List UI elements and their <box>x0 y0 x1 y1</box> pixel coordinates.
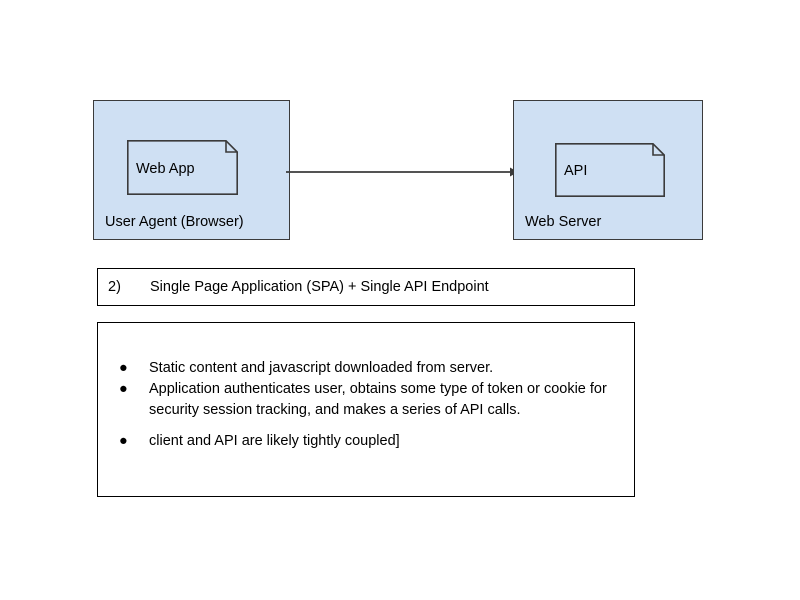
node-api[interactable] <box>555 143 665 197</box>
bullet-icon: ● <box>119 381 128 397</box>
node-web-app[interactable] <box>127 140 238 195</box>
node-user-agent-browser[interactable]: User Agent (Browser) <box>93 100 290 240</box>
list-item-text: Static content and javascript downloaded… <box>149 360 494 376</box>
list-item: ● Application authenticates user, obtain… <box>98 379 634 421</box>
arrow-icon <box>286 167 518 177</box>
node-label-web-app: Web App <box>136 161 195 177</box>
caption-text: Single Page Application (SPA) + Single A… <box>150 279 489 295</box>
node-label-api: API <box>564 163 588 179</box>
list-item-text: client and API are likely tightly couple… <box>149 433 400 449</box>
notes-panel: ● Static content and javascript download… <box>97 322 635 497</box>
node-label-web-server: Web Server <box>525 214 602 230</box>
note-shape-icon <box>555 143 665 197</box>
caption-bar: 2) Single Page Application (SPA) + Singl… <box>97 268 635 306</box>
notes-list: ● Static content and javascript download… <box>98 358 634 452</box>
list-item-text: Application authenticates user, obtains … <box>149 381 607 418</box>
caption-index: 2) <box>108 279 121 295</box>
connector-web-app-to-api <box>286 160 518 184</box>
node-label-user-agent: User Agent (Browser) <box>105 214 244 230</box>
bullet-icon: ● <box>119 433 128 449</box>
list-item: ● client and API are likely tightly coup… <box>98 431 634 452</box>
note-shape-icon <box>127 140 238 195</box>
list-item: ● Static content and javascript download… <box>98 358 634 379</box>
bullet-icon: ● <box>119 360 128 376</box>
